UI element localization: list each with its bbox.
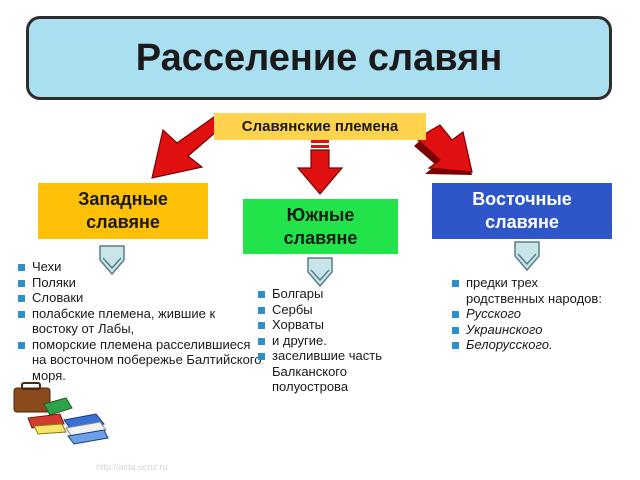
list-item: и другие. <box>258 333 418 349</box>
west-slavs-line1: Западные <box>78 189 168 209</box>
slavic-tribes-label: Славянские племена <box>214 113 426 140</box>
list-item: Поляки <box>18 275 263 291</box>
books-icon <box>13 382 109 445</box>
west-slavs-box: Западные славяне <box>38 183 208 239</box>
list-item: предки трех родственных народов: <box>452 275 612 306</box>
list-item: полабские племена, жившие к востоку от Л… <box>18 306 263 337</box>
east-slavs-line1: Восточные <box>472 189 572 209</box>
list-item: Белорусского. <box>452 337 612 353</box>
east-slavs-list: предки трех родственных народов: Русског… <box>452 275 612 353</box>
south-slavs-list: Болгары Сербы Хорваты и другие. заселивш… <box>258 286 418 395</box>
list-item: поморские племена расселившиеся на восто… <box>18 337 263 384</box>
south-slavs-box: Южные славяне <box>243 199 398 254</box>
list-item: Словаки <box>18 290 263 306</box>
list-item: Болгары <box>258 286 418 302</box>
list-item: Чехи <box>18 259 263 275</box>
red-arrow-down-icon <box>296 140 344 195</box>
list-item: Украинского <box>452 322 612 338</box>
chevron-arrow-south-icon <box>307 257 333 288</box>
watermark-url: http://aida.ucoz.ru <box>96 462 168 472</box>
list-item: Хорваты <box>258 317 418 333</box>
west-slavs-line2: славяне <box>86 212 160 232</box>
list-item: Сербы <box>258 302 418 318</box>
chevron-arrow-east-icon <box>514 241 540 272</box>
south-slavs-line1: Южные <box>286 204 355 225</box>
list-item: Русского <box>452 306 612 322</box>
east-slavs-box: Восточные славяне <box>432 183 612 239</box>
east-slavs-line2: славяне <box>485 212 559 232</box>
red-arrow-right-icon <box>414 124 473 175</box>
title-banner: Расселение славян <box>26 16 612 100</box>
south-slavs-line2: славяне <box>283 227 358 248</box>
chevron-arrow-west-icon <box>99 245 125 276</box>
page-title: Расселение славян <box>135 36 503 79</box>
list-item: заселившие часть Балканского полуострова <box>258 348 418 395</box>
west-slavs-list: Чехи Поляки Словаки полабские племена, ж… <box>18 259 263 383</box>
